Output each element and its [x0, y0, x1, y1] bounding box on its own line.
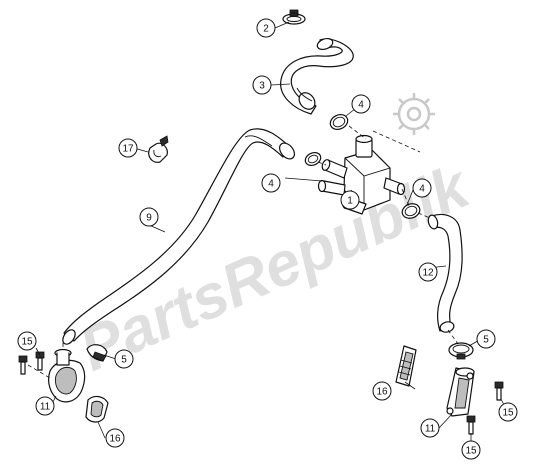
callout-16-left: 16 — [105, 428, 125, 448]
callout-label: 15 — [21, 337, 33, 348]
callout-label: 11 — [40, 402, 51, 413]
callout-label: 15 — [502, 408, 514, 419]
callout-label: 15 — [465, 446, 477, 457]
part-4-clamp-ring-left — [304, 151, 322, 167]
callout-15-left: 15 — [17, 331, 37, 351]
callout-label: 4 — [268, 179, 274, 190]
part-15-screw-left — [18, 351, 45, 375]
callout-label: 16 — [109, 434, 121, 445]
callout-label: 4 — [419, 184, 425, 195]
callout-4-left: 4 — [261, 173, 281, 193]
callout-4-upper: 4 — [351, 94, 371, 114]
callout-5-right: 5 — [476, 329, 496, 349]
callout-label: 17 — [122, 144, 134, 155]
callout-label: 1 — [347, 196, 353, 207]
assembly-lines — [27, 125, 459, 379]
callout-2: 2 — [256, 18, 276, 38]
part-11-reed-housing-left — [48, 348, 86, 403]
callout-17: 17 — [118, 138, 138, 158]
callout-9: 9 — [139, 207, 159, 227]
part-5-clamp-left — [86, 344, 108, 362]
callout-12: 12 — [418, 262, 438, 282]
part-5-clamp-right — [448, 342, 474, 360]
callout-16-right: 16 — [372, 381, 392, 401]
callout-4-right: 4 — [412, 178, 432, 198]
part-2-hose-clamp — [282, 9, 306, 25]
part-11-reed-housing-right — [446, 367, 475, 417]
part-3-s-hose — [280, 37, 354, 115]
callout-3: 3 — [252, 75, 272, 95]
callout-label: 16 — [376, 387, 388, 398]
callout-label: 3 — [259, 81, 265, 92]
part-17-hose-holder — [148, 135, 169, 163]
callout-15-bottom: 15 — [461, 440, 481, 460]
callout-11-left: 11 — [35, 396, 55, 416]
callout-label: 11 — [425, 424, 436, 435]
callout-15-right: 15 — [498, 402, 518, 422]
part-15-screw-bottom — [466, 415, 476, 435]
part-16-reed-right — [395, 345, 417, 387]
part-4-clamp-ring-upper — [329, 114, 349, 130]
callout-label: 4 — [358, 100, 364, 111]
part-16-gasket-left — [85, 395, 109, 423]
part-9-long-hose — [62, 128, 295, 345]
callout-5-left: 5 — [114, 349, 134, 369]
callouts: 2 3 4 4 4 1 17 9 — [17, 18, 518, 460]
callout-label: 5 — [121, 355, 127, 366]
part-15-screw-right — [494, 381, 504, 401]
gear-logo-icon — [393, 93, 435, 135]
callout-label: 2 — [263, 24, 269, 35]
callout-11-right: 11 — [420, 418, 440, 438]
callout-label: 9 — [146, 213, 152, 224]
callout-1: 1 — [340, 190, 360, 210]
part-12-curved-hose — [427, 213, 463, 333]
callout-label: 12 — [422, 268, 434, 279]
callout-label: 5 — [483, 335, 489, 346]
